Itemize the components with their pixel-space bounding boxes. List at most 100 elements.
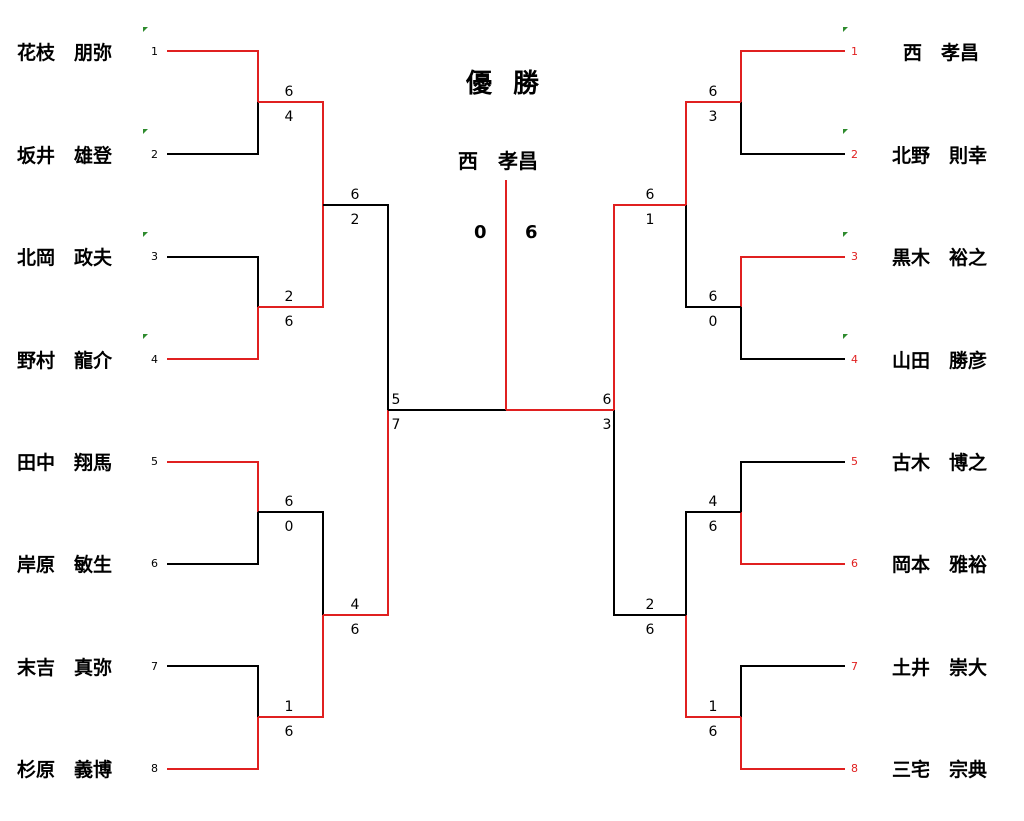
- bracket-line: [613, 410, 686, 616]
- match-score: 2: [284, 289, 294, 305]
- right-seed-number: 7: [851, 660, 858, 673]
- bracket-line: [685, 615, 741, 718]
- right-player-name: 黒木 裕之: [892, 247, 988, 269]
- bracket-line: [167, 512, 259, 565]
- match-score: 4: [708, 494, 718, 510]
- bracket-line: [323, 204, 389, 410]
- bracket-line: [740, 256, 845, 307]
- match-score: 6: [708, 289, 718, 305]
- left-seed-number: 8: [151, 762, 158, 775]
- left-seed-number: 5: [151, 455, 158, 468]
- left-player-name: 杉原 義博: [17, 759, 113, 781]
- comment-marker-icon: [143, 334, 148, 339]
- bracket-line: [258, 101, 324, 205]
- left-seed-number: 7: [151, 660, 158, 673]
- bracket-line: [740, 717, 845, 770]
- champion-name: 西 孝昌: [458, 149, 538, 173]
- match-score: 1: [708, 699, 718, 715]
- match-score: 3: [602, 417, 612, 433]
- bracket-line: [740, 461, 845, 512]
- right-player-name: 北野 則幸: [892, 145, 988, 167]
- comment-marker-icon: [843, 334, 848, 339]
- match-score: 6: [708, 519, 718, 535]
- match-score: 2: [645, 597, 655, 613]
- match-score: 6: [284, 314, 294, 330]
- comment-marker-icon: [143, 27, 148, 32]
- comment-marker-icon: [843, 232, 848, 237]
- match-score: 5: [391, 392, 401, 408]
- bracket-line: [740, 665, 845, 717]
- left-seed-number: 4: [151, 353, 158, 366]
- right-seed-number: 5: [851, 455, 858, 468]
- bracket-line: [258, 511, 324, 615]
- match-score: 6: [284, 724, 294, 740]
- final-score-right: 6: [525, 222, 538, 243]
- match-score: 2: [350, 212, 360, 228]
- bracket-line: [740, 50, 845, 102]
- right-seed-number: 8: [851, 762, 858, 775]
- bracket-line: [167, 461, 259, 512]
- comment-marker-icon: [843, 129, 848, 134]
- match-score: 6: [645, 622, 655, 638]
- left-player-name: 田中 翔馬: [17, 452, 113, 474]
- left-seed-number: 2: [151, 148, 158, 161]
- match-score: 3: [708, 109, 718, 125]
- match-score: 6: [350, 187, 360, 203]
- bracket-line: [740, 102, 845, 155]
- bracket-line: [167, 256, 259, 307]
- left-player-name: 花枝 朋弥: [17, 42, 113, 64]
- match-score: 4: [350, 597, 360, 613]
- bracket-line: [685, 205, 741, 308]
- right-seed-number: 4: [851, 353, 858, 366]
- match-score: 6: [708, 724, 718, 740]
- left-seed-number: 3: [151, 250, 158, 263]
- right-player-name: 岡本 雅裕: [892, 554, 988, 576]
- bracket-line: [613, 204, 686, 410]
- bracket-line: [167, 717, 259, 770]
- right-player-name: 西 孝昌: [903, 42, 980, 64]
- bracket-line: [258, 205, 324, 308]
- right-player-name: 三宅 宗典: [892, 759, 988, 781]
- bracket-line: [167, 102, 259, 155]
- match-score: 6: [350, 622, 360, 638]
- right-player-name: 土井 崇大: [892, 657, 988, 679]
- match-score: 6: [602, 392, 612, 408]
- match-score: 6: [645, 187, 655, 203]
- comment-marker-icon: [143, 129, 148, 134]
- final-score-left: 0: [474, 222, 487, 243]
- comment-marker-icon: [143, 232, 148, 237]
- left-player-name: 野村 龍介: [17, 350, 113, 372]
- match-score: 0: [284, 519, 294, 535]
- bracket-line: [685, 511, 741, 615]
- match-score: 6: [284, 84, 294, 100]
- left-player-name: 坂井 雄登: [17, 145, 113, 167]
- bracket-line: [685, 101, 741, 205]
- bracket-line: [740, 307, 845, 360]
- right-player-name: 山田 勝彦: [892, 350, 988, 372]
- bracket-line: [258, 615, 324, 718]
- match-score: 1: [645, 212, 655, 228]
- left-seed-number: 6: [151, 557, 158, 570]
- left-seed-number: 1: [151, 45, 158, 58]
- match-score: 6: [708, 84, 718, 100]
- match-score: 1: [284, 699, 294, 715]
- right-seed-number: 6: [851, 557, 858, 570]
- match-score: 7: [391, 417, 401, 433]
- right-seed-number: 3: [851, 250, 858, 263]
- bracket-line: [740, 512, 845, 565]
- match-score: 4: [284, 109, 294, 125]
- left-player-name: 岸原 敏生: [17, 554, 113, 576]
- comment-marker-icon: [843, 27, 848, 32]
- match-score: 0: [708, 314, 718, 330]
- match-score: 6: [284, 494, 294, 510]
- bracket-line: [167, 50, 259, 102]
- championship-title: 優 勝: [466, 69, 546, 99]
- right-seed-number: 1: [851, 45, 858, 58]
- left-player-name: 末吉 真弥: [17, 657, 113, 679]
- left-player-name: 北岡 政夫: [17, 247, 113, 269]
- bracket-line: [167, 665, 259, 717]
- right-player-name: 古木 博之: [892, 452, 988, 474]
- bracket-line: [167, 307, 259, 360]
- bracket-line: [323, 410, 389, 616]
- right-seed-number: 2: [851, 148, 858, 161]
